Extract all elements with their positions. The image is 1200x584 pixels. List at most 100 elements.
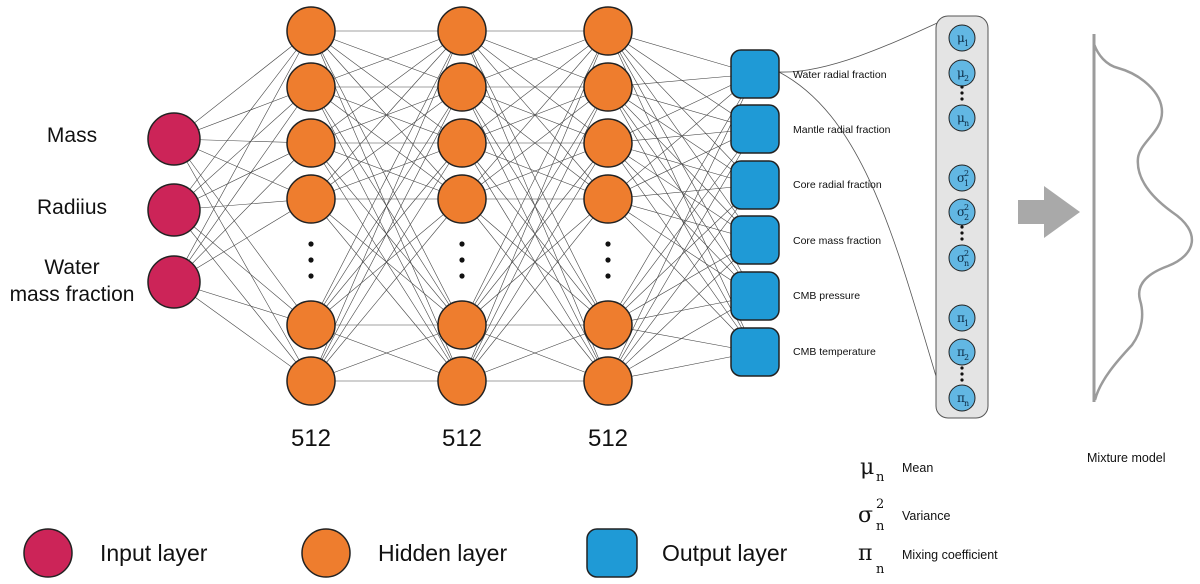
output-param-link: [778, 71, 949, 417]
hidden-ellipsis-dot: [308, 257, 314, 263]
param-symbol: σ: [957, 251, 965, 265]
connection-line: [310, 142, 463, 200]
legend-hidden-swatch: [301, 528, 351, 578]
symbol-legend-mean: μ n Mean: [860, 455, 933, 485]
hidden-ellipsis-dot: [308, 273, 314, 279]
output-node: [730, 215, 780, 265]
hidden-node: [437, 300, 487, 350]
connection-line: [461, 324, 609, 382]
param-sup: 2: [964, 169, 969, 178]
input-label-radius: Radiius: [37, 196, 107, 219]
param-sup: 2: [964, 203, 969, 212]
output-node: [730, 104, 780, 154]
legend-input-swatch: [23, 528, 73, 578]
param-symbol: μ: [957, 31, 965, 45]
connection-line: [173, 209, 312, 382]
param-symbol: σ: [957, 205, 965, 219]
output-labels: Water radial fraction Mantle radial frac…: [793, 69, 891, 358]
connection-line: [461, 30, 609, 88]
legend-hidden-label: Hidden layer: [378, 540, 507, 566]
connection-line: [310, 198, 463, 382]
right-arrow-icon: [1018, 186, 1080, 238]
legend-output-swatch: [586, 528, 638, 578]
connection-line: [173, 209, 312, 326]
connection-line: [173, 86, 312, 283]
mean-symbol-sub: n: [876, 470, 885, 485]
hidden-layer-3-size: 512: [588, 425, 628, 452]
output-label: Mantle radial fraction: [793, 124, 891, 136]
hidden-layer-2-size: 512: [442, 425, 482, 452]
hidden-node: [437, 6, 487, 56]
input-labels: Mass Radiius Water mass fraction: [10, 124, 135, 306]
input-node: [147, 112, 201, 166]
hidden-node: [286, 174, 336, 224]
input-label-water-2: mass fraction: [10, 283, 135, 306]
hidden-ellipsis-dot: [459, 241, 465, 247]
mixture-curve: [1092, 43, 1193, 401]
output-label: Core radial fraction: [793, 179, 882, 191]
hidden-node: [583, 62, 633, 112]
param-symbol: μ: [957, 111, 965, 125]
hidden-node: [286, 6, 336, 56]
param-sub: 2: [964, 353, 969, 362]
mixing-symbol: π: [858, 541, 872, 566]
param-symbol: μ: [957, 66, 965, 80]
hidden-ellipsis-dot: [605, 257, 611, 263]
param-node: σ12: [948, 164, 976, 192]
variance-label: Variance: [902, 509, 950, 523]
connection-line: [607, 73, 756, 200]
connection-line: [461, 142, 609, 200]
output-label: CMB pressure: [793, 290, 860, 302]
legend-input-label: Input layer: [100, 540, 208, 566]
mixture-model-label: Mixture model: [1087, 451, 1166, 465]
param-symbol: σ: [957, 171, 965, 185]
input-label-mass: Mass: [47, 124, 97, 147]
connection-line: [607, 86, 756, 241]
connection-line: [607, 198, 756, 353]
param-node: σn2: [948, 244, 976, 272]
connection-line: [461, 30, 609, 144]
param-sub: 1: [964, 319, 969, 328]
output-node: [730, 271, 780, 321]
hidden-node: [437, 62, 487, 112]
connection-line: [461, 86, 609, 200]
hidden-node: [286, 356, 336, 406]
output-param-link: [778, 17, 949, 73]
param-sub: n: [964, 399, 969, 408]
symbol-legend-variance: σ 2 n Variance: [858, 497, 950, 534]
hidden-node: [583, 118, 633, 168]
hidden-node: [583, 300, 633, 350]
connection-line: [461, 30, 609, 200]
param-sub: 1: [964, 179, 969, 188]
nodes: [147, 6, 780, 406]
connection-line: [173, 30, 312, 283]
hidden-ellipsis-dot: [605, 273, 611, 279]
param-ellipsis-dots: [960, 85, 964, 382]
hidden-node: [583, 174, 633, 224]
connection-line: [310, 30, 463, 88]
connection-line: [310, 86, 463, 382]
input-node: [147, 183, 201, 237]
param-sub: 2: [964, 74, 969, 83]
mixing-label: Mixing coefficient: [902, 548, 998, 562]
connection-line: [173, 281, 312, 382]
param-sub: n: [964, 259, 969, 268]
connection-line: [461, 30, 609, 326]
legend-output-layer: Output layer: [586, 528, 788, 578]
hidden-layer-1-size: 512: [291, 425, 331, 452]
mean-symbol: μ: [860, 455, 874, 480]
hidden-node: [437, 356, 487, 406]
legend-output-label: Output layer: [662, 540, 788, 566]
param-sub: 1: [964, 39, 969, 48]
connection-line: [607, 239, 756, 382]
connection-line: [310, 142, 463, 382]
connection-line: [173, 138, 312, 382]
hidden-node: [286, 118, 336, 168]
param-symbol: π: [957, 391, 965, 405]
